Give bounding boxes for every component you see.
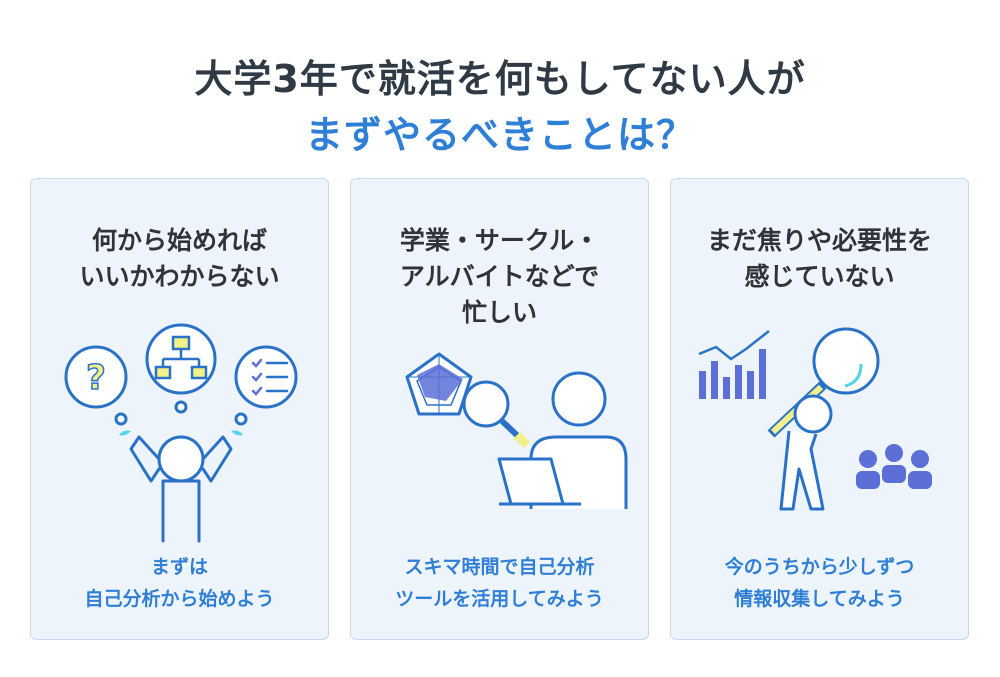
- card-busy: 学業・サークル・ アルバイトなどで 忙しい スキマ時間で自己分析 ツールを活用し…: [350, 178, 649, 640]
- page-title-line2: まずやるべきことは？: [304, 113, 695, 157]
- card-advice: スキマ時間で自己分析 ツールを活用してみよう: [395, 556, 604, 610]
- card-advice: まずは 自己分析から始めよう: [84, 556, 275, 610]
- page-title-line1: 大学3年で就活を何もしてない人が: [194, 57, 806, 101]
- card-heading: 学業・サークル・ アルバイトなどで 忙しい: [399, 226, 600, 327]
- card-not-urgent: まだ焦りや必要性を 感じていない 今のうちから少: [670, 178, 969, 640]
- card-dont-know-where-to-start: 何から始めれば いいかわからない ?: [30, 178, 329, 640]
- busy-person-laptop-icon: [405, 352, 628, 509]
- card-heading: 何から始めれば いいかわからない: [79, 226, 280, 291]
- person-magnifier-icon: [698, 327, 932, 511]
- confused-person-icon: ?: [64, 323, 298, 543]
- card-heading: まだ焦りや必要性を 感じていない: [706, 226, 932, 291]
- card-advice: 今のうちから少しずつ 情報収集してみよう: [724, 556, 915, 610]
- svg-text:?: ?: [86, 358, 106, 398]
